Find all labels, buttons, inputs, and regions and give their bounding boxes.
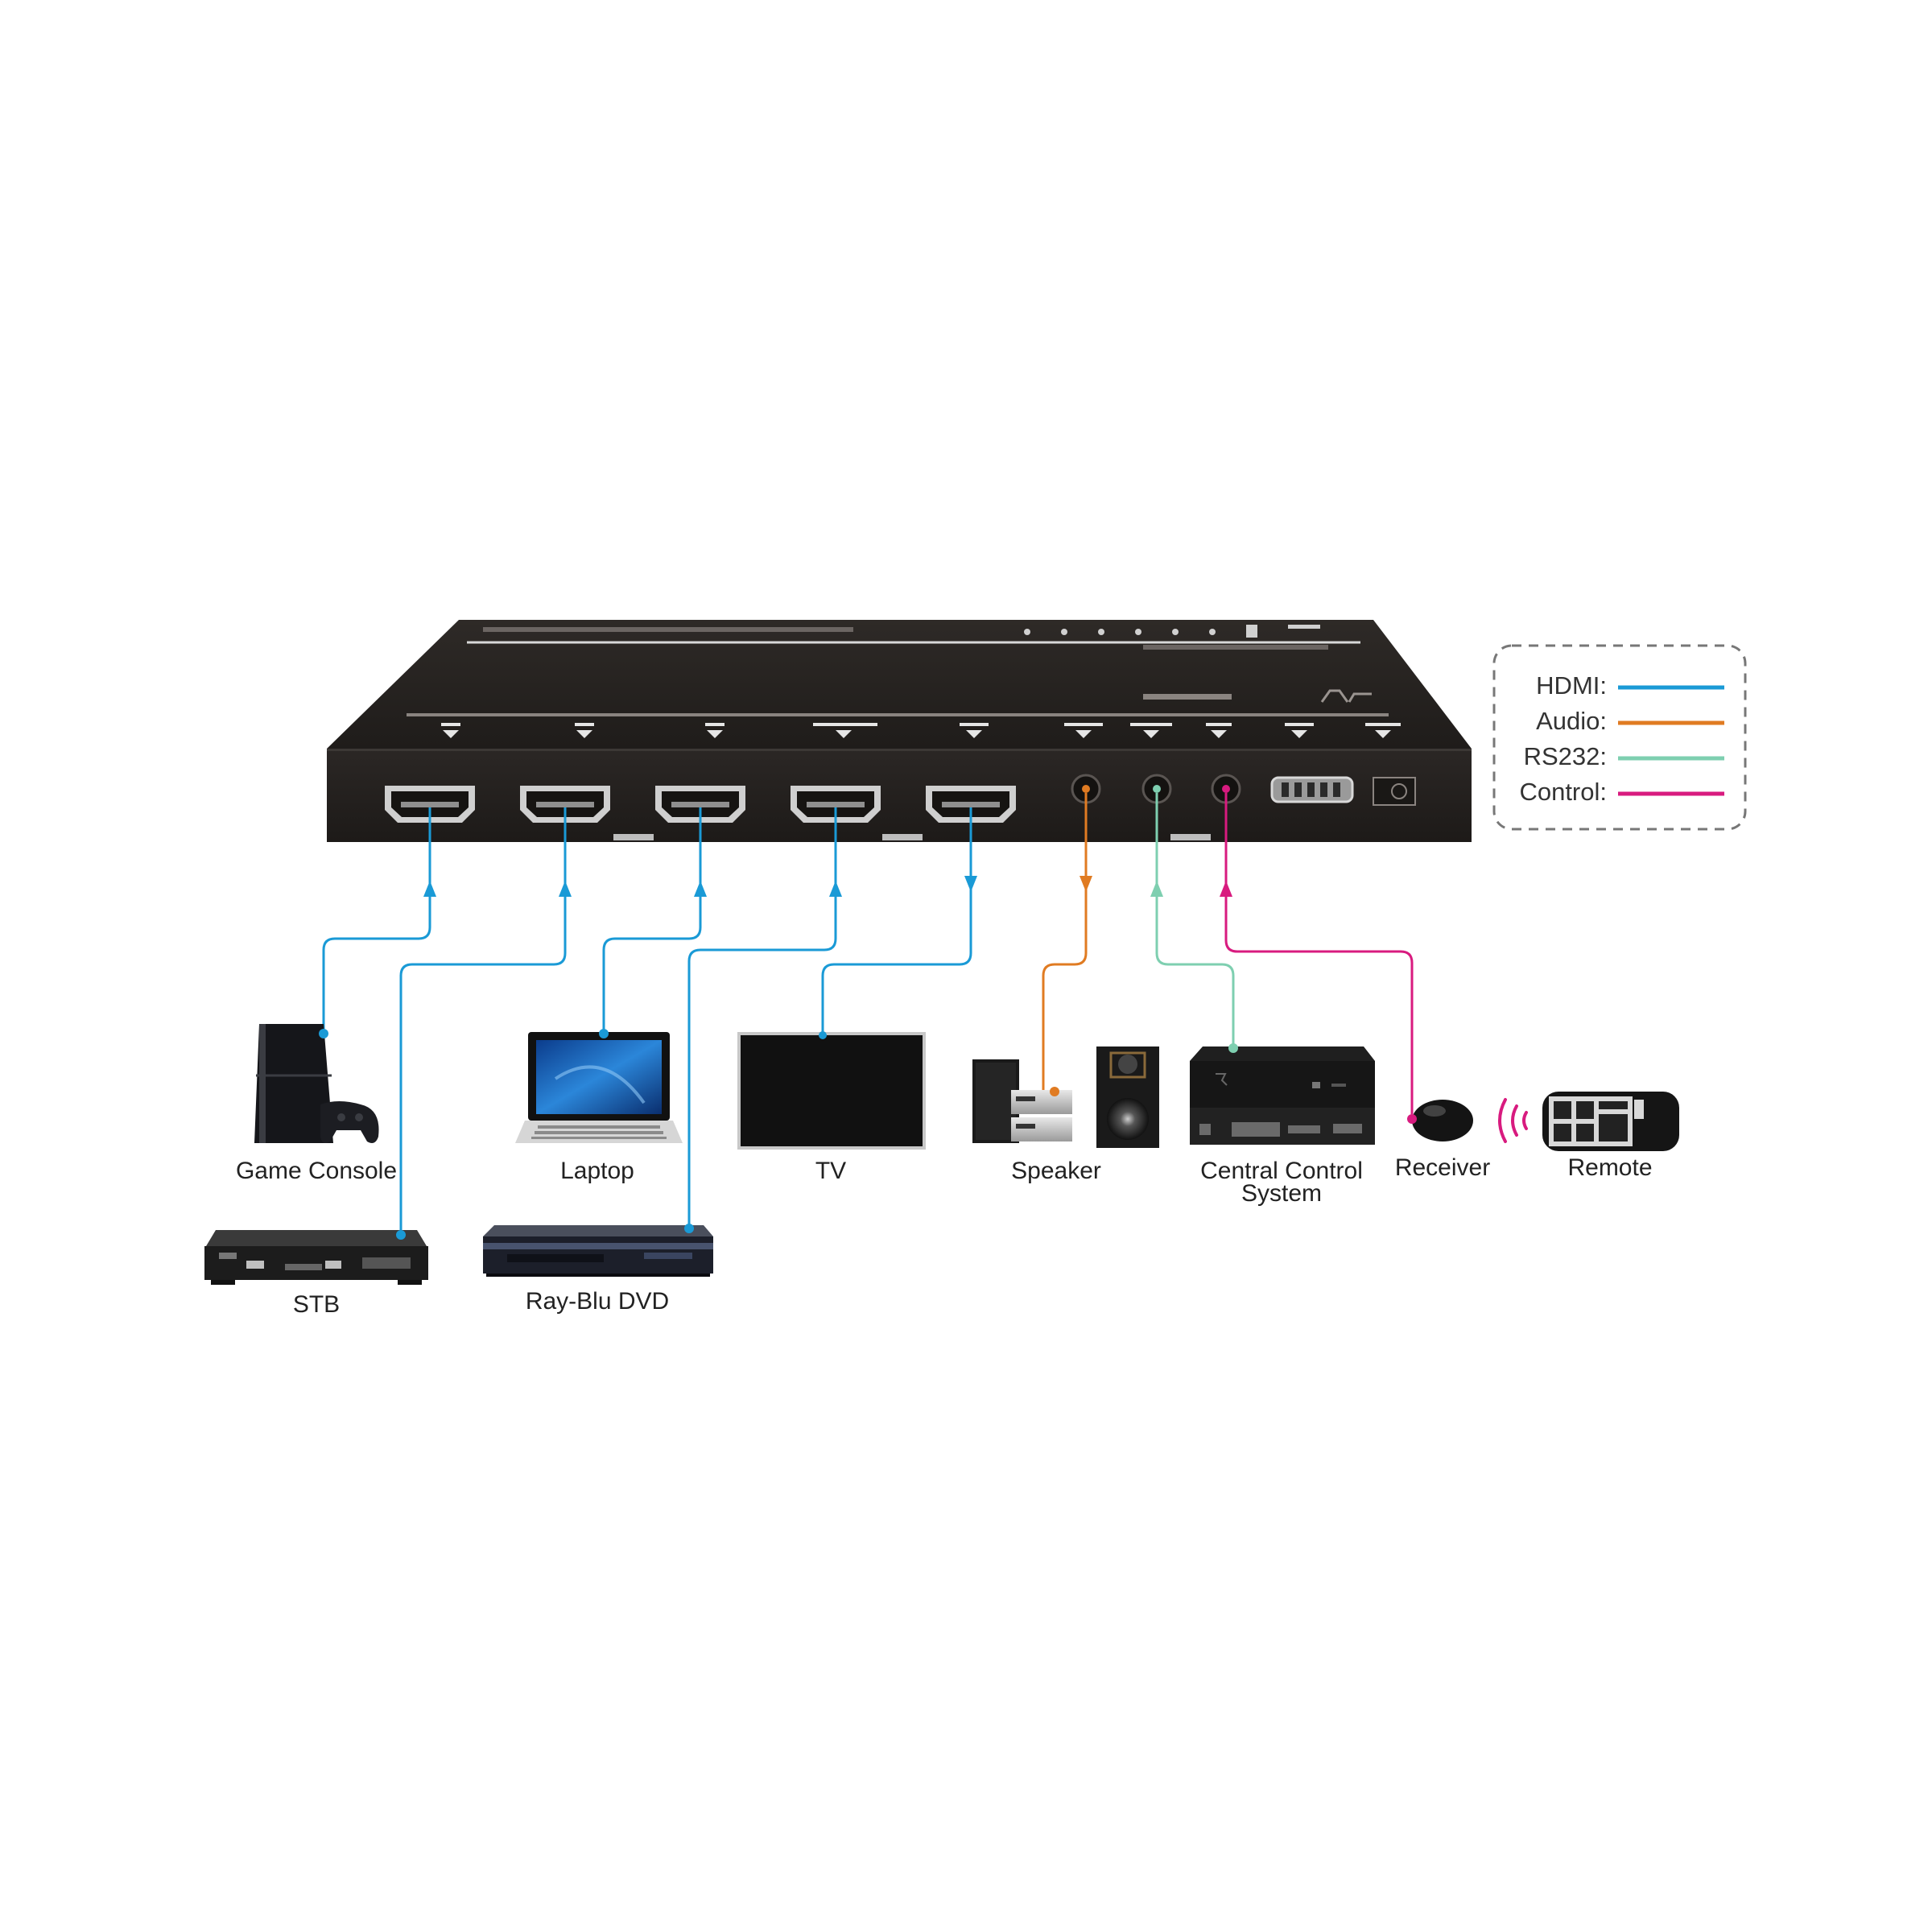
unit-model-print xyxy=(1143,645,1328,650)
unit-front-edge xyxy=(327,749,1472,751)
terminal-block xyxy=(1270,776,1354,803)
hdmi-line-tv xyxy=(821,807,972,1035)
audio-out-jack xyxy=(1071,774,1101,804)
stb-label: STB xyxy=(293,1291,340,1318)
unit-brand-print xyxy=(1143,694,1232,700)
hdmi-arrow-in-3 xyxy=(694,881,707,897)
control-arrow xyxy=(1220,881,1232,897)
tv-label: TV xyxy=(815,1158,846,1184)
legend-label-rs232: RS232: xyxy=(1524,742,1607,770)
hdmi-line-game-console xyxy=(322,807,431,1034)
rs232-arrow xyxy=(1150,881,1163,897)
legend-label-hdmi: HDMI: xyxy=(1536,671,1607,700)
hdmi-arrow-in-2 xyxy=(559,881,572,897)
hdmi-switcher-unit xyxy=(327,620,1472,842)
remote-control-icon xyxy=(1542,1092,1679,1151)
hdmi-line-bluray xyxy=(687,807,837,1227)
port-labels xyxy=(441,723,1401,738)
hdmi-arrow-in-4 xyxy=(829,881,842,897)
status-leds xyxy=(1024,625,1320,638)
laptop-icon xyxy=(515,1029,683,1143)
receiver-label: Receiver xyxy=(1395,1154,1490,1181)
legend: HDMI: Audio: RS232: Control: xyxy=(1492,644,1747,831)
speaker-system-icon xyxy=(972,1046,1159,1148)
hdmi-arrow-out xyxy=(964,876,977,892)
ir-signal-icon xyxy=(1498,1098,1528,1143)
ir-receiver-icon xyxy=(1407,1100,1473,1141)
unit-top-print xyxy=(483,627,853,632)
connection-lines xyxy=(322,793,1414,1235)
set-top-box-icon xyxy=(204,1230,428,1285)
hdmi-port-in-3 xyxy=(655,786,745,823)
legend-box xyxy=(1492,644,1747,831)
hdmi-line-laptop xyxy=(602,807,702,1034)
control-line-receiver xyxy=(1224,793,1414,1114)
central-control-label-1: Central Control xyxy=(1200,1158,1363,1184)
power-jack xyxy=(1373,777,1416,806)
brand-logo-icon xyxy=(1320,689,1372,703)
game-console-label: Game Console xyxy=(236,1158,397,1184)
legend-label-audio: Audio: xyxy=(1536,707,1607,735)
audio-line-speaker xyxy=(1042,793,1088,1093)
rs232-line-control xyxy=(1155,793,1235,1048)
unit-feet xyxy=(613,834,1211,840)
central-control-label-2: System xyxy=(1241,1180,1322,1207)
game-console-icon xyxy=(254,1024,379,1143)
remote-label: Remote xyxy=(1567,1154,1652,1181)
bluray-label: Ray-Blu DVD xyxy=(526,1288,669,1315)
speaker-label: Speaker xyxy=(1011,1158,1101,1184)
bluray-player-icon xyxy=(483,1224,713,1277)
tv-icon xyxy=(737,1031,926,1150)
hdmi-line-stb xyxy=(399,807,567,1235)
audio-arrow xyxy=(1080,876,1092,892)
hdmi-port-in-4 xyxy=(791,786,881,823)
control-system-icon xyxy=(1190,1043,1375,1145)
laptop-label: Laptop xyxy=(560,1158,634,1184)
unit-top-surface xyxy=(327,620,1472,749)
hdmi-port-out xyxy=(926,786,1016,823)
hdmi-arrow-in-1 xyxy=(423,881,436,897)
hdmi-port-in-2 xyxy=(520,786,610,823)
legend-label-control: Control: xyxy=(1519,778,1607,806)
hdmi-port-in-1 xyxy=(385,786,475,823)
